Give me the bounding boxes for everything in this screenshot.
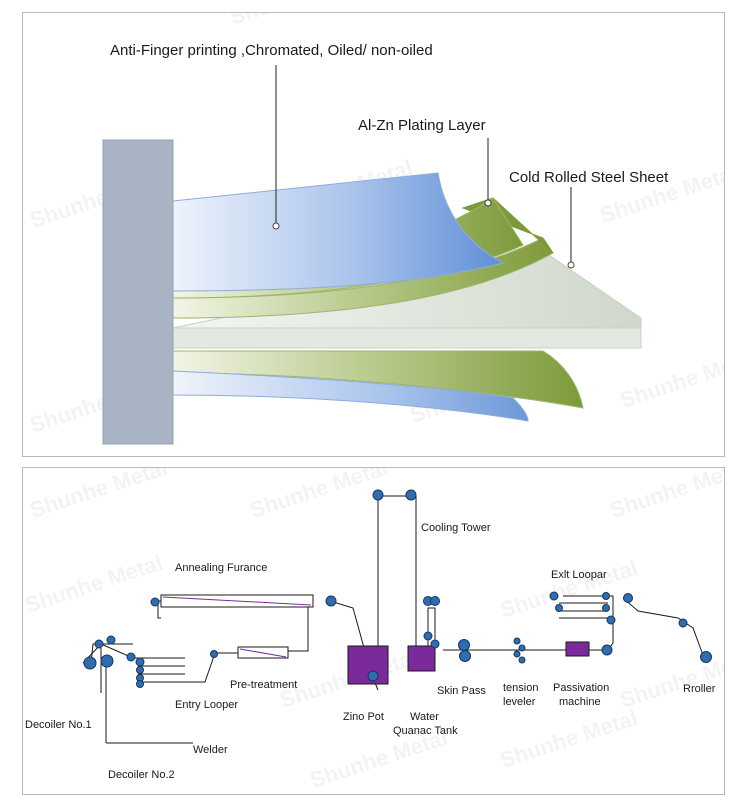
coating-layers-panel: Shunhe Metal Shunhe Metal Shunhe Metal S… [22, 12, 725, 457]
decoiler-no2-icon [100, 654, 114, 668]
sheet-holder [102, 139, 174, 445]
plating-layer-lower [172, 350, 584, 409]
roller-icon [601, 644, 613, 656]
coating-layers-svg: Shunhe Metal Shunhe Metal Shunhe Metal S… [27, 13, 724, 445]
leader-dot [567, 261, 575, 269]
annealing-label: Annealing Furance [175, 562, 267, 574]
entry-looper-label: Entry Looper [175, 699, 238, 711]
leader-dot [272, 222, 280, 230]
steel-label: Cold Rolled Steel Sheet [509, 169, 669, 186]
roller-icon [106, 635, 116, 645]
zinc-pot-tank [347, 645, 389, 685]
annealing-furnace-strip [162, 596, 312, 606]
skin-pass-label: Skin Pass [437, 685, 486, 697]
decoiler2-label: Decoiler No.2 [108, 769, 175, 781]
welder-label: Welder [193, 744, 228, 756]
tension-leveler-roll-icon [518, 656, 526, 664]
decoiler1-label: Decoiler No.1 [25, 719, 92, 731]
roller-icon [423, 631, 433, 641]
tension-leveler-roll-icon [513, 650, 521, 658]
zinc-pot-label: Zino Pot [343, 711, 384, 723]
roller-icon [135, 657, 145, 667]
leveler-label: leveler [503, 696, 536, 708]
pretreatment-label: Pre-treatment [230, 679, 297, 691]
roller-icon [678, 618, 688, 628]
roller-icon [150, 597, 160, 607]
roller-icon [549, 591, 559, 601]
roller-icon [602, 592, 610, 600]
watermark: Shunhe Metal [27, 468, 171, 523]
coating-layer-upper [172, 172, 505, 292]
roller-icon [555, 604, 563, 612]
roller-icon [126, 652, 136, 662]
roller-icon [94, 639, 104, 649]
roller-label: Rroller [683, 683, 716, 695]
watermark: Shunhe Metal [617, 345, 724, 413]
pre-treatment-strip [239, 648, 287, 658]
roller-icon [606, 615, 616, 625]
tension-leveler-roll-icon [518, 644, 526, 652]
roller-icon [405, 489, 417, 501]
sink-roll-icon [367, 670, 379, 682]
roller-icon [325, 595, 337, 607]
exit-looper-label: Exlt Loopar [551, 569, 607, 581]
water-label: Water [410, 711, 439, 723]
tension-label: tension [503, 682, 538, 694]
watermark: Shunhe Metal [23, 550, 166, 618]
passivation-machine [565, 641, 590, 657]
roller-icon [136, 680, 144, 688]
roller-icon [136, 666, 144, 674]
watermark: Shunhe Metal [227, 13, 371, 30]
coating-layer-lower [172, 370, 529, 422]
quench-tank-label: Quanac Tank [393, 725, 458, 737]
decoiler-no1-icon [83, 656, 97, 670]
passivation-machine-label: machine [559, 696, 601, 708]
watermark: Shunhe Metal [497, 555, 641, 623]
roller-icon [602, 604, 610, 612]
watermark: Shunhe Metal [247, 468, 391, 523]
roller-icon [210, 650, 218, 658]
skin-pass-roll-icon [458, 639, 470, 651]
watermark: Shunhe Metal [607, 468, 724, 523]
plating-label: Al-Zn Plating Layer [358, 117, 486, 134]
roller-icon [623, 593, 633, 603]
process-line-svg: Shunhe Metal Shunhe Metal Shunhe Metal S… [23, 468, 724, 793]
roller-icon [430, 639, 440, 649]
passivation-label: Passivation [553, 682, 609, 694]
coating-label: Anti-Finger printing ,Chromated, Oiled/ … [110, 42, 433, 59]
watermark: Shunhe Metal [497, 705, 641, 773]
leader-dot [484, 199, 492, 207]
skin-pass-roll-icon [459, 650, 471, 662]
cooling-tower-label: Cooling Tower [421, 522, 491, 534]
water-quench-tank [407, 645, 436, 672]
roller-icon [430, 596, 440, 606]
process-line-panel: Shunhe Metal Shunhe Metal Shunhe Metal S… [22, 467, 725, 795]
rollers [83, 489, 712, 688]
tension-leveler-roll-icon [513, 637, 521, 645]
roller-icon [372, 489, 384, 501]
recoiler-icon [700, 651, 712, 663]
